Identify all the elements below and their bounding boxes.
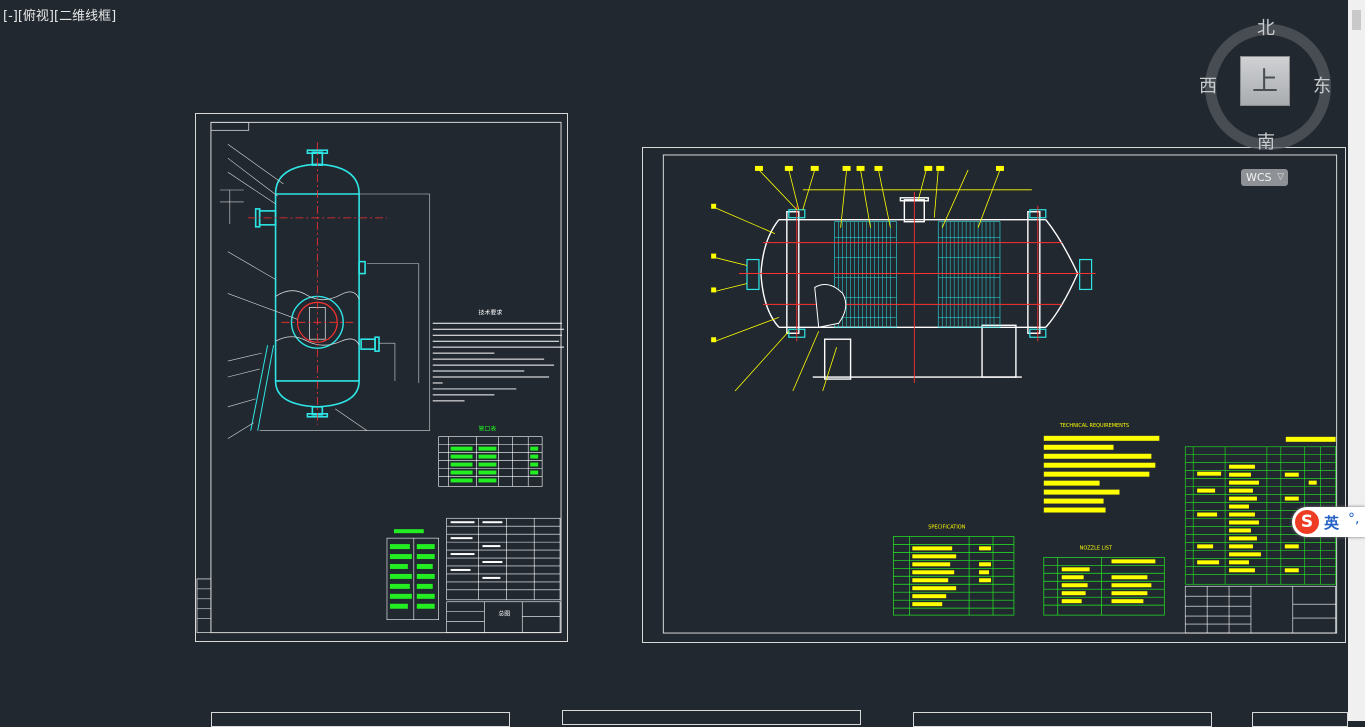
technical-requirements-title: TECHNICAL REQUIREMENTS xyxy=(1059,423,1129,429)
chevron-down-icon: ▽ xyxy=(1277,172,1284,182)
nozzle-table-title: 管口表 xyxy=(478,425,496,433)
viewcube-west[interactable]: 西 xyxy=(1199,76,1217,97)
drawing-sheet-bottom-4[interactable] xyxy=(1252,712,1348,727)
drawing-sheet-bottom-1[interactable] xyxy=(211,712,510,727)
ime-toolbar[interactable]: S 英 °, xyxy=(1292,507,1365,537)
view-control[interactable]: [俯视] xyxy=(17,9,54,24)
viewcube-east[interactable]: 东 xyxy=(1313,76,1331,97)
viewcube-south[interactable]: 南 xyxy=(1257,132,1275,153)
wcs-menu-button[interactable]: WCS ▽ xyxy=(1241,169,1288,186)
viewcube-compass-ring[interactable] xyxy=(1205,24,1331,150)
viewport-label: [-][俯视][二维线框] xyxy=(3,5,116,24)
scrollbar-thumb[interactable] xyxy=(1352,10,1361,30)
notes-title: 技术要求 xyxy=(478,308,502,316)
visual-style-control[interactable]: [二维线框] xyxy=(54,9,117,24)
vertical-vessel-drawing: 技术要求 管口表 xyxy=(196,121,565,634)
specification-title: SPECIFICATION xyxy=(928,524,965,530)
viewcube[interactable]: 上 北 南 西 东 WCS ▽ xyxy=(1195,14,1335,194)
ime-punctuation-toggle[interactable]: °, xyxy=(1348,511,1360,527)
ime-logo-icon[interactable]: S xyxy=(1295,510,1319,534)
drawing-sheet-bottom-3[interactable] xyxy=(913,712,1212,727)
heat-exchanger-drawing: TECHNICAL REQUIREMENTS SPECIFICATION xyxy=(662,154,1338,634)
drawing-sheet-heat-exchanger[interactable]: TECHNICAL REQUIREMENTS SPECIFICATION xyxy=(642,147,1346,643)
drawing-sheet-bottom-2[interactable] xyxy=(562,710,861,725)
viewcube-north[interactable]: 北 xyxy=(1257,18,1275,39)
wcs-label: WCS xyxy=(1246,171,1272,184)
title-block-name: 总图 xyxy=(498,610,510,618)
drawing-sheet-vertical-vessel[interactable]: 技术要求 管口表 xyxy=(195,113,568,642)
viewport-minus-control[interactable]: [-] xyxy=(3,9,18,24)
nozzle-list-title: NOZZLE LIST xyxy=(1080,545,1113,551)
vertical-scrollbar[interactable] xyxy=(1348,0,1365,721)
viewcube-top-face[interactable]: 上 xyxy=(1240,56,1290,106)
ime-language-toggle[interactable]: 英 xyxy=(1324,514,1340,532)
